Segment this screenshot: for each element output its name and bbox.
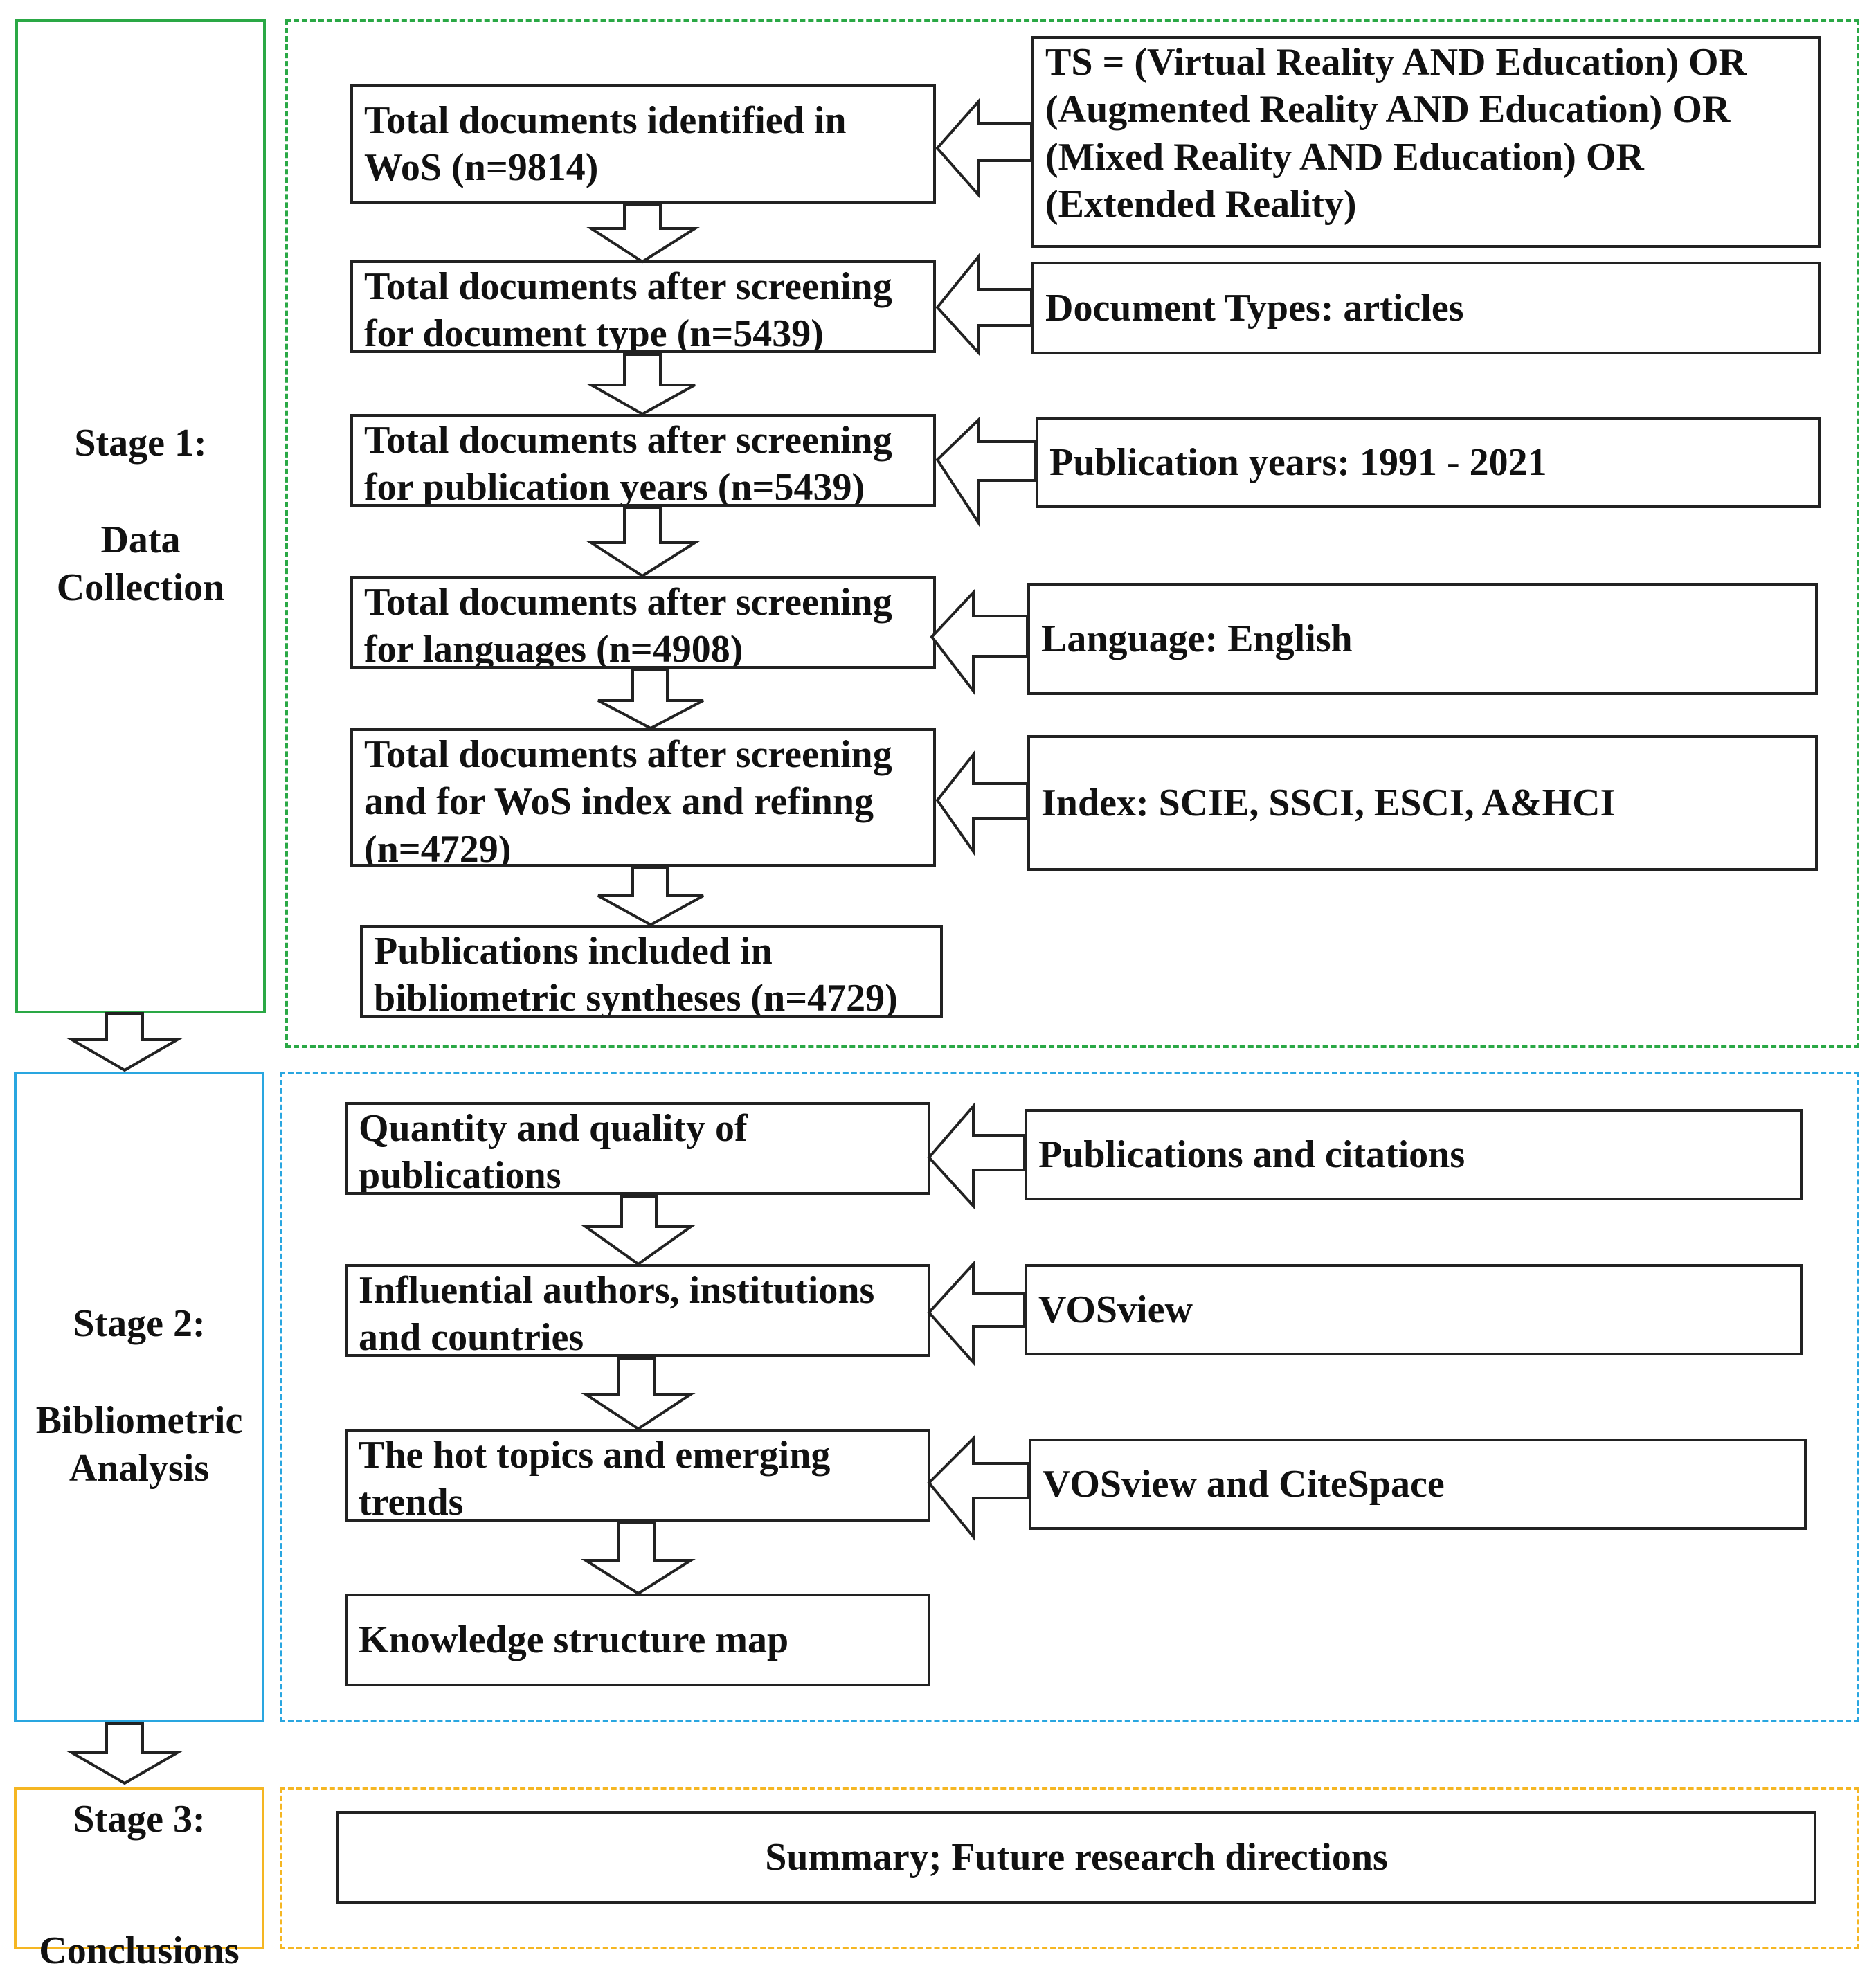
criteria-line: VOSview <box>1038 1288 1193 1331</box>
down-arrow-icon <box>586 507 700 578</box>
step-wos-index: Total documents after screening and for … <box>350 728 936 867</box>
left-arrow-icon <box>927 1435 1030 1541</box>
step-line: and for WoS index and refinng <box>364 780 874 824</box>
step-line: Quantity and quality of <box>359 1107 748 1150</box>
step-line: publications <box>359 1154 561 1195</box>
stage1-dashed-region <box>285 19 1859 1048</box>
step-document-type: Total documents after screening for docu… <box>350 260 936 353</box>
stage3-dashed-region <box>280 1787 1859 1949</box>
stage1-label: Stage 1: Data Collection <box>15 420 266 611</box>
left-arrow-icon <box>935 416 1037 528</box>
criteria-index: Index: SCIE, SSCI, ESCI, A&HCI <box>1027 735 1818 871</box>
step-line: WoS (n=9814) <box>364 146 599 190</box>
step-languages: Total documents after screening for lang… <box>350 576 936 669</box>
stage2-label: Stage 2: Bibliometric Analysis <box>14 1300 264 1492</box>
down-arrow-icon <box>581 1357 696 1431</box>
step-line: Knowledge structure map <box>359 1618 789 1661</box>
summary-text: Summary; Future research directions <box>765 1835 1388 1879</box>
criteria-line: TS = (Virtual Reality AND Education) OR <box>1045 41 1747 84</box>
criteria-line: Publications and citations <box>1038 1133 1465 1176</box>
left-arrow-icon <box>927 1102 1026 1210</box>
step-line: for publication years (n=5439) <box>364 466 865 507</box>
step-hot-topics: The hot topics and emerging trends <box>345 1429 930 1522</box>
stage3-title: Stage 3: <box>73 1798 206 1841</box>
summary-box: Summary; Future research directions <box>336 1811 1816 1904</box>
left-arrow-icon <box>930 588 1029 695</box>
step-quantity-quality: Quantity and quality of publications <box>345 1102 930 1195</box>
step-line: trends <box>359 1481 464 1522</box>
criteria-document-types: Document Types: articles <box>1031 262 1821 354</box>
criteria-line: Language: English <box>1041 617 1353 660</box>
step-line: Total documents after screening <box>364 733 892 776</box>
stage1-title: Stage 1: <box>74 422 207 465</box>
step-influential: Influential authors, institutions and co… <box>345 1264 930 1357</box>
stage2-name-line: Analysis <box>69 1446 210 1490</box>
down-arrow-icon <box>597 669 704 730</box>
stage3-frame <box>14 1787 264 1949</box>
stage3-name-line: Conclusions <box>39 1929 240 1973</box>
criteria-publications-citations: Publications and citations <box>1025 1109 1803 1200</box>
criteria-vosview: VOSview <box>1025 1264 1803 1355</box>
step-line: Publications included in <box>374 930 773 973</box>
down-arrow-icon <box>597 867 704 927</box>
criteria-vosview-citespace: VOSview and CiteSpace <box>1029 1439 1807 1530</box>
criteria-line: Publication years: 1991 - 2021 <box>1049 440 1547 484</box>
stage2-name-line: Bibliometric <box>35 1399 243 1443</box>
step-line: bibliometric syntheses (n=4729) <box>374 977 898 1018</box>
criteria-language: Language: English <box>1027 583 1818 695</box>
step-line: Total documents after screening <box>364 581 892 624</box>
step-line: for languages (n=4908) <box>364 628 743 669</box>
step-line: and countries <box>359 1316 584 1357</box>
step-line: The hot topics and emerging <box>359 1434 831 1477</box>
step-line: Total documents identified in <box>364 99 847 142</box>
left-arrow-icon <box>935 252 1033 357</box>
step-line: Influential authors, institutions <box>359 1269 875 1312</box>
criteria-line: (Augmented Reality AND Education) OR <box>1045 88 1731 132</box>
criteria-line: VOSview and CiteSpace <box>1043 1462 1445 1506</box>
step-line: Total documents after screening <box>364 265 892 308</box>
criteria-line: Document Types: articles <box>1045 286 1464 330</box>
left-arrow-icon <box>935 750 1029 856</box>
down-arrow-icon <box>66 1012 183 1072</box>
step-identified: Total documents identified in WoS (n=981… <box>350 84 936 204</box>
down-arrow-icon <box>581 1195 696 1266</box>
down-arrow-icon <box>586 353 696 416</box>
stage2-frame <box>14 1072 264 1722</box>
step-line: for document type (n=5439) <box>364 312 824 353</box>
step-knowledge-map: Knowledge structure map <box>345 1594 930 1686</box>
criteria-search-query: TS = (Virtual Reality AND Education) OR … <box>1031 36 1821 248</box>
stage3-label: Stage 3: Conclusions <box>14 1796 264 1975</box>
step-included: Publications included in bibliometric sy… <box>360 925 943 1018</box>
step-line: Total documents after screening <box>364 419 892 462</box>
down-arrow-icon <box>66 1722 183 1785</box>
step-line: (n=4729) <box>364 827 512 867</box>
left-arrow-icon <box>935 97 1033 199</box>
criteria-line: (Mixed Reality AND Education) OR <box>1045 135 1644 179</box>
stage1-name-line: Data <box>100 518 181 562</box>
stage2-title: Stage 2: <box>73 1302 206 1345</box>
criteria-line: (Extended Reality) <box>1045 182 1357 226</box>
down-arrow-icon <box>586 204 700 264</box>
left-arrow-icon <box>927 1260 1026 1367</box>
down-arrow-icon <box>581 1522 696 1596</box>
stage2-dashed-region <box>280 1072 1859 1722</box>
step-publication-years: Total documents after screening for publ… <box>350 414 936 507</box>
criteria-line: Index: SCIE, SSCI, ESCI, A&HCI <box>1041 781 1616 824</box>
criteria-publication-years: Publication years: 1991 - 2021 <box>1036 417 1821 508</box>
stage1-name-line: Collection <box>56 566 225 609</box>
